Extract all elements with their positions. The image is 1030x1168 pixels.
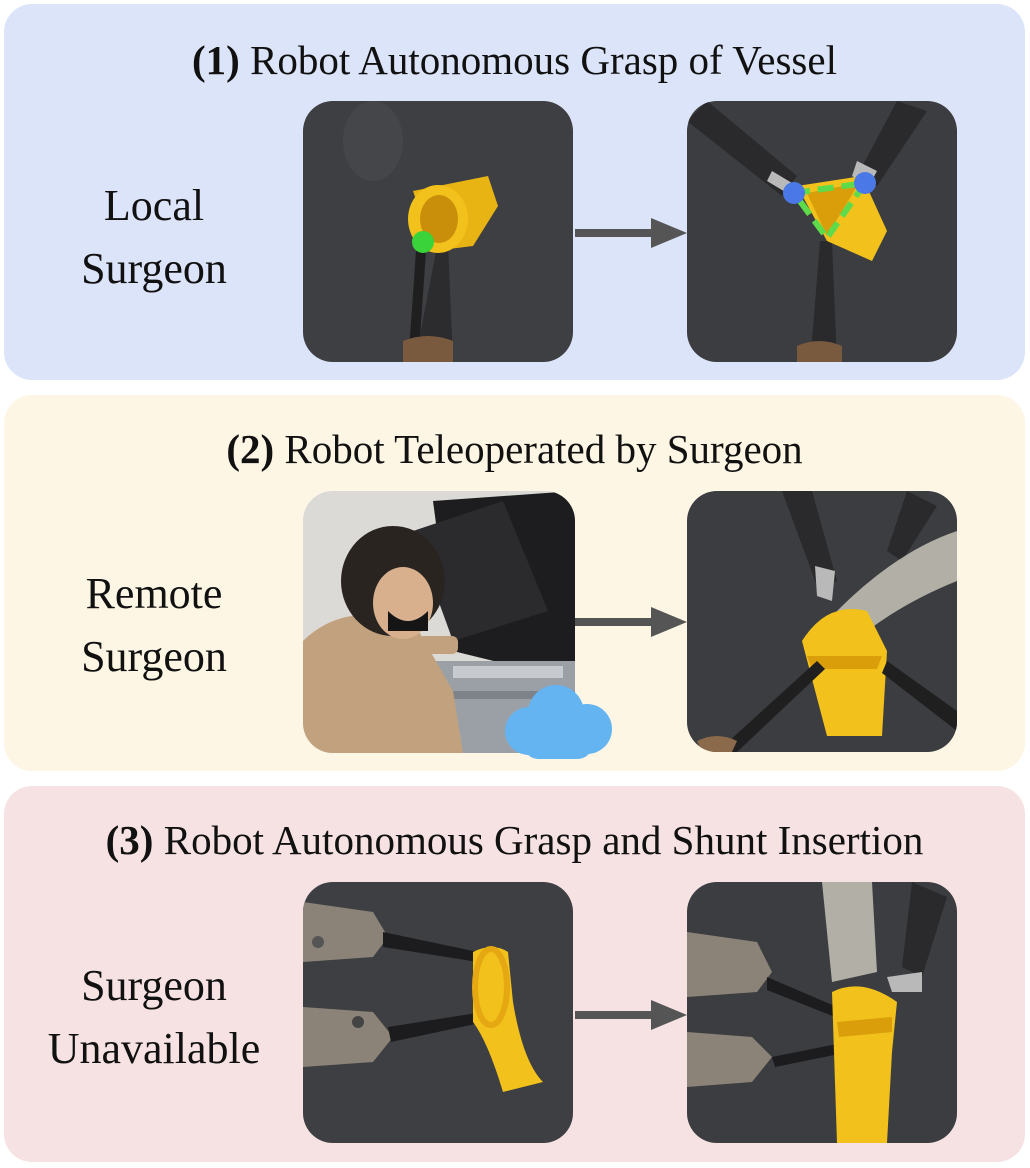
- panel-title-text: Robot Autonomous Grasp of Vessel: [250, 37, 837, 83]
- panel-number: (2): [226, 426, 275, 472]
- panel-title: (1) Robot Autonomous Grasp of Vessel: [4, 36, 1025, 84]
- role-label: Surgeon Unavailable: [4, 954, 304, 1080]
- role-label: Local Surgeon: [4, 174, 304, 300]
- role-line-2: Surgeon: [81, 244, 227, 293]
- panel-teleoperated: (2) Robot Teleoperated by Surgeon Remote…: [4, 395, 1025, 771]
- role-line-1: Remote: [85, 569, 223, 618]
- panel-title-text: Robot Autonomous Grasp and Shunt Inserti…: [163, 817, 924, 863]
- role-line-1: Surgeon: [81, 961, 227, 1010]
- role-line-1: Local: [103, 181, 205, 230]
- panel-number: (1): [192, 37, 240, 83]
- role-line-2: Unavailable: [47, 1024, 261, 1073]
- role-label: Remote Surgeon: [4, 562, 304, 688]
- role-line-2: Surgeon: [81, 632, 227, 681]
- photo-shunt-insertion: [687, 882, 957, 1143]
- panel-title: (3) Robot Autonomous Grasp and Shunt Ins…: [4, 816, 1025, 864]
- cloud-icon: [494, 683, 618, 759]
- panel-title-text: Robot Teleoperated by Surgeon: [284, 426, 803, 472]
- panel-title: (2) Robot Teleoperated by Surgeon: [4, 425, 1025, 473]
- panel-shunt-insertion: (3) Robot Autonomous Grasp and Shunt Ins…: [4, 786, 1025, 1162]
- right-arrow-icon: [575, 1000, 687, 1030]
- panel-autonomous-grasp: (1) Robot Autonomous Grasp of Vessel Loc…: [4, 4, 1025, 380]
- photo-dual-grasp: [303, 882, 573, 1143]
- photo-single-grasp: [303, 101, 573, 362]
- right-arrow-icon: [575, 218, 687, 248]
- grasp-point-marker: [412, 231, 434, 253]
- photo-teleop-grasp: [687, 491, 957, 752]
- right-arrow-icon: [575, 607, 687, 637]
- photo-triangle-grasp: [687, 101, 957, 362]
- panel-number: (3): [105, 817, 154, 863]
